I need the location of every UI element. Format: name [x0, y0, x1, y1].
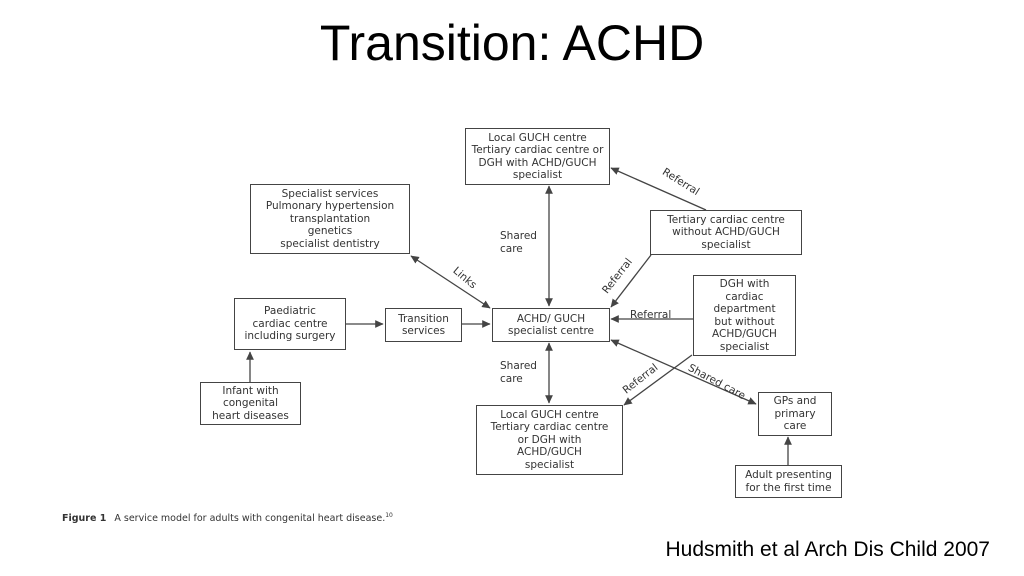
arrow-links — [410, 255, 491, 309]
box-line: specialist — [512, 169, 563, 181]
box-gps: GPs and primary care — [758, 392, 832, 436]
box-local-guch-top: Local GUCH centre Tertiary cardiac centr… — [465, 128, 610, 185]
box-tertiary-without: Tertiary cardiac centre without ACHD/GUC… — [650, 210, 802, 255]
label-referral-dgh: Referral — [630, 309, 672, 321]
box-line: or DGH with — [517, 433, 582, 446]
box-line: GPs and — [773, 395, 817, 408]
box-line: Tertiary cardiac centre — [667, 213, 785, 226]
box-line: cardiac centre — [252, 317, 328, 330]
box-line: Paediatric — [264, 305, 316, 318]
box-line: DGH with — [719, 278, 770, 290]
label-line: care — [500, 372, 523, 385]
figure-caption: Figure 1 A service model for adults with … — [62, 512, 393, 524]
label-line: Shared — [500, 360, 537, 372]
box-paediatric: Paediatric cardiac centre including surg… — [234, 298, 346, 350]
box-line: ACHD/GUCH — [517, 446, 582, 459]
box-line: specialist — [701, 238, 751, 251]
box-line: Tertiary cardiac centre or — [471, 144, 604, 156]
box-line: specialist — [524, 458, 575, 471]
arrow-referral-tertiary — [610, 254, 652, 308]
box-line: department — [713, 303, 776, 315]
box-line: Pulmonary hypertension — [265, 200, 395, 213]
box-line: without ACHD/GUCH — [672, 226, 780, 239]
caption-ref: 10 — [385, 512, 393, 519]
caption-text: A service model for adults with congenit… — [114, 513, 386, 525]
box-line: ACHD/GUCH — [712, 328, 777, 340]
box-achd-centre: ACHD/ GUCH specialist centre — [492, 308, 610, 342]
box-line: genetics — [307, 225, 353, 238]
citation: Hudsmith et al Arch Dis Child 2007 — [665, 538, 991, 561]
box-line: care — [783, 420, 807, 433]
box-line: Local GUCH centre — [488, 131, 587, 144]
caption-label: Figure 1 — [62, 513, 107, 525]
box-dgh: DGH with cardiac department but without … — [693, 275, 796, 356]
box-transition: Transition services — [385, 308, 462, 342]
label-shared-care-top: Shared care — [500, 230, 537, 255]
box-line: Tertiary cardiac centre — [490, 421, 609, 434]
box-line: DGH with ACHD/GUCH — [478, 156, 597, 169]
box-adult: Adult presenting for the first time — [735, 465, 842, 498]
slide-title: Transition: ACHD — [319, 15, 705, 71]
arrow-shared-care-gp — [610, 339, 757, 405]
box-line: Local GUCH centre — [500, 408, 599, 421]
box-line: Infant with — [222, 384, 279, 397]
label-shared-care-bottom: Shared care — [500, 360, 537, 385]
box-line: services — [401, 325, 446, 337]
box-line: specialist — [719, 340, 770, 353]
box-line: including surgery — [244, 330, 336, 343]
box-line: congenital — [222, 397, 279, 410]
box-line: specialist centre — [507, 325, 595, 337]
box-line: Specialist services — [281, 187, 379, 200]
box-line: Transition — [398, 312, 449, 325]
box-line: transplantation — [289, 212, 371, 225]
box-line: heart diseases — [212, 409, 289, 422]
box-line: but without — [714, 315, 775, 328]
box-infant: Infant with congenital heart diseases — [200, 382, 301, 425]
box-line: Adult presenting — [745, 469, 832, 481]
arrow-referral-top — [610, 167, 707, 211]
box-line: ACHD/ GUCH — [516, 312, 586, 325]
box-line: cardiac — [725, 290, 764, 303]
label-line: Shared — [500, 230, 537, 242]
box-line: for the first time — [745, 481, 832, 494]
box-local-guch-bottom: Local GUCH centre Tertiary cardiac centr… — [476, 405, 623, 475]
box-specialist-services: Specialist services Pulmonary hypertensi… — [250, 184, 410, 254]
label-line: care — [500, 242, 523, 255]
box-line: primary — [774, 407, 816, 420]
box-line: specialist dentistry — [280, 237, 380, 250]
